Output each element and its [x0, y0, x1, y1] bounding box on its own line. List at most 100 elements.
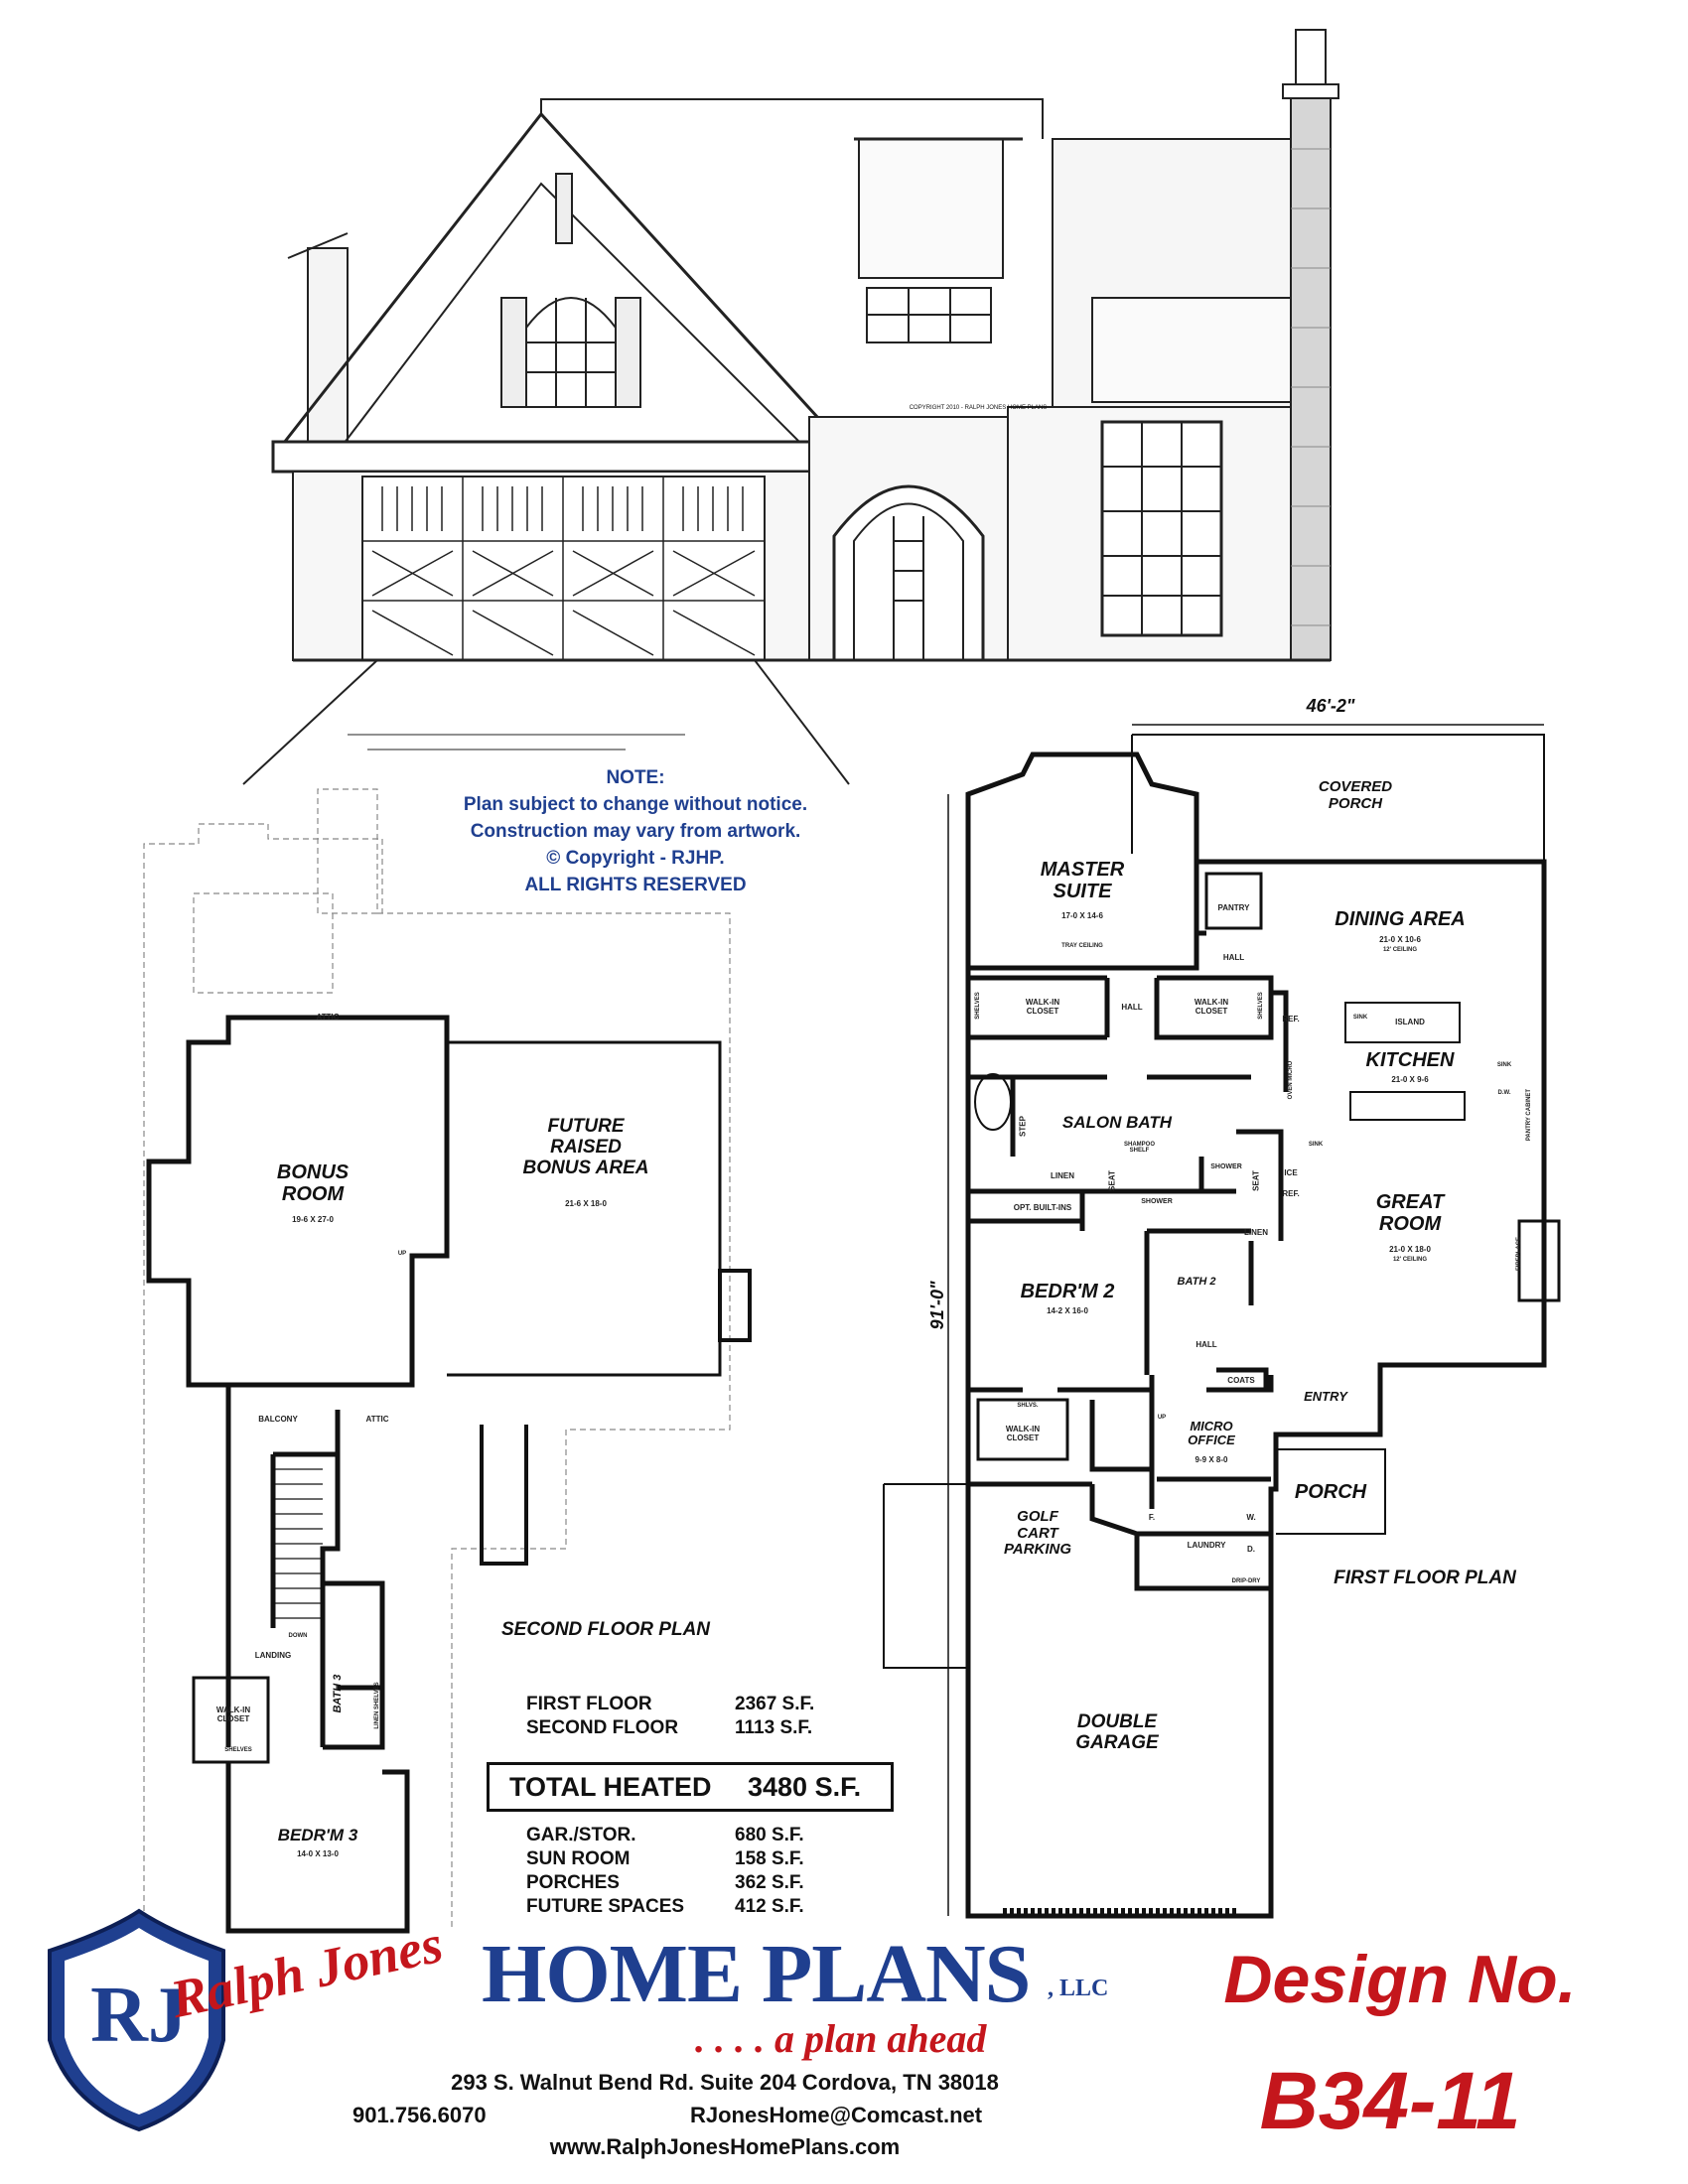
ff-opt-builtins: OPT. BUILT-INS: [1013, 1203, 1072, 1212]
note-title: NOTE:: [606, 767, 665, 788]
company-phone: 901.756.6070: [352, 2103, 487, 2127]
brand-home-plans: HOME PLANS: [482, 1928, 1031, 2020]
ff-bedr2-dim: 14-2 X 16-0: [1047, 1306, 1088, 1315]
ff-porch: PORCH: [1294, 1481, 1367, 1503]
sf-attic-1: ATTIC: [316, 1013, 340, 1022]
ff-dining-dim: 21-0 X 10-6: [1379, 935, 1421, 944]
ff-bath2: BATH 2: [1177, 1276, 1216, 1288]
sf-row-garage: GAR./STOR.680 S.F.: [526, 1825, 804, 1845]
plan-note: NOTE: Plan subject to change without not…: [377, 764, 894, 898]
ff-shampoo-shelf: SHAMPOO SHELF: [1123, 1142, 1155, 1154]
ff-kitchen-dim: 21-0 X 9-6: [1391, 1075, 1429, 1084]
ff-up: UP: [1157, 1415, 1167, 1421]
ff-tray-ceiling: TRAY CEILING: [1061, 943, 1103, 949]
ff-dining-ceiling: 12' CEILING: [1382, 947, 1418, 953]
ff-walkin-closet-2: WALK-IN CLOSET: [1194, 998, 1229, 1016]
ff-ref-2: REF.: [1282, 1189, 1300, 1198]
sf-bonus-room-dim: 19-6 X 27-0: [292, 1215, 334, 1224]
design-number: B34-11: [1259, 2056, 1521, 2146]
ff-hall-2: HALL: [1121, 1003, 1143, 1012]
ff-walkin-closet-1: WALK-IN CLOSET: [1025, 998, 1060, 1016]
note-line-4: ALL RIGHTS RESERVED: [524, 875, 747, 895]
ff-washer: W.: [1246, 1513, 1256, 1522]
sf-bedr3-dim: 14-0 X 13-0: [297, 1849, 339, 1858]
brand-llc: , LLC: [1048, 1976, 1109, 2001]
note-line-3: © Copyright - RJHP.: [546, 848, 725, 869]
ff-micro-office-dim: 9-9 X 8-0: [1195, 1455, 1228, 1464]
ff-shlvs: SHLVS.: [1017, 1403, 1039, 1409]
note-line-1: Plan subject to change without notice.: [463, 794, 808, 815]
ff-walkin-closet-3: WALK-IN CLOSET: [1005, 1425, 1041, 1442]
note-line-2: Construction may vary from artwork.: [470, 821, 801, 842]
ff-sink-1: SINK: [1352, 1015, 1368, 1021]
ff-dining-area: DINING AREA: [1335, 908, 1466, 930]
ff-dw: D.W.: [1497, 1090, 1511, 1096]
ff-entry: ENTRY: [1304, 1389, 1347, 1404]
ff-coats: COATS: [1227, 1376, 1255, 1385]
design-label: Design No.: [1223, 1942, 1577, 2017]
ff-freezer: F.: [1148, 1513, 1156, 1522]
sf-landing: LANDING: [254, 1651, 292, 1660]
ff-shower-2: SHOWER: [1210, 1163, 1242, 1170]
company-website: www.RalphJonesHomePlans.com: [549, 2134, 901, 2159]
company-email: RJonesHome@Comcast.net: [690, 2103, 983, 2127]
ff-ref-1: REF.: [1282, 1015, 1300, 1024]
sf-bedr3: BEDR'M 3: [277, 1826, 358, 1844]
ff-hall-3: HALL: [1196, 1340, 1217, 1349]
total-heated-label: TOTAL HEATED: [509, 1771, 712, 1802]
front-elevation-drawing: [242, 29, 1339, 785]
brand-tagline: . . . . a plan ahead: [695, 2016, 987, 2061]
ff-hall-1: HALL: [1222, 953, 1245, 962]
ff-micro-office: MICRO OFFICE: [1188, 1419, 1235, 1448]
ff-great-room-dim: 21-0 X 18-0: [1389, 1245, 1431, 1254]
ff-shower-1: SHOWER: [1141, 1198, 1173, 1205]
ff-great-room: GREAT ROOM: [1375, 1191, 1445, 1235]
ff-pantry: PANTRY: [1217, 903, 1250, 912]
sf-down: DOWN: [288, 1633, 308, 1639]
total-heated-value: 3480 S.F.: [748, 1771, 862, 1802]
ff-ice: ICE: [1284, 1168, 1298, 1177]
elevation-copyright: COPYRIGHT 2010 - RALPH JONES HOME PLANS: [909, 405, 1048, 411]
ff-drip-dry: DRIP-DRY: [1231, 1578, 1261, 1584]
ff-kitchen: KITCHEN: [1365, 1049, 1455, 1071]
ff-master-suite: MASTER SUITE: [1040, 859, 1125, 902]
sf-bonus-room: BONUS ROOM: [276, 1161, 350, 1205]
ff-sink-2: SINK: [1496, 1062, 1512, 1068]
logo-letters: RJ: [90, 1972, 188, 2059]
ff-title: FIRST FLOOR PLAN: [1334, 1568, 1516, 1588]
sf-title: SECOND FLOOR PLAN: [500, 1619, 711, 1640]
ff-linen-2: LINEN: [1244, 1228, 1268, 1237]
ff-island: ISLAND: [1395, 1018, 1425, 1026]
ff-covered-porch: COVERED PORCH: [1318, 778, 1393, 812]
ff-golf-cart: GOLF CART PARKING: [1003, 1508, 1072, 1558]
ff-great-room-ceiling: 12' CEILING: [1392, 1257, 1428, 1263]
sf-up: UP: [397, 1251, 407, 1257]
sf-attic-2: ATTIC: [365, 1415, 389, 1424]
sf-shelves: SHELVES: [224, 1747, 252, 1753]
sf-future-bonus-dim: 21-6 X 18-0: [565, 1199, 607, 1208]
ff-sink-3: SINK: [1308, 1142, 1324, 1148]
ff-dryer: D.: [1247, 1545, 1255, 1554]
total-heated-box: TOTAL HEATED 3480 S.F.: [487, 1762, 894, 1812]
company-address: 293 S. Walnut Bend Rd. Suite 204 Cordova…: [451, 2070, 999, 2095]
ff-bedr2: BEDR'M 2: [1020, 1281, 1115, 1302]
ff-salon-bath: SALON BATH: [1061, 1113, 1173, 1132]
company-contact-row: 901.756.6070 RJonesHome@Comcast.net: [352, 2103, 1048, 2132]
ff-linen-1: LINEN: [1051, 1171, 1074, 1180]
ff-laundry: LAUNDRY: [1187, 1541, 1226, 1550]
sf-future-bonus: FUTURE RAISED BONUS AREA: [522, 1116, 649, 1178]
ff-master-suite-dim: 17-0 X 14-6: [1061, 911, 1103, 920]
ff-width-dim: 46'-2": [1306, 696, 1355, 716]
sf-walkin-closet: WALK-IN CLOSET: [215, 1706, 251, 1723]
sf-balcony: BALCONY: [258, 1415, 298, 1424]
